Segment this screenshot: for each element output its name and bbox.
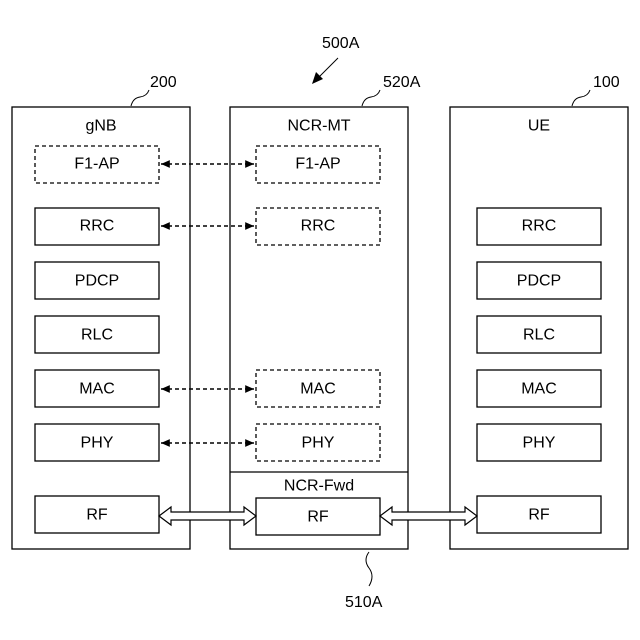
ncr-fwd-rf-label: RF (307, 509, 329, 526)
ncr-mt-mac-label: MAC (300, 381, 336, 398)
gnb-rlc-label: RLC (81, 327, 113, 344)
ncr-fwd-ref: 510A (345, 594, 383, 611)
ncr-mt-phy-label: PHY (302, 435, 335, 452)
ncr-mt-rrc-label: RRC (301, 218, 336, 235)
ue-node: 100 UE RRC PDCP RLC MAC PHY RF (450, 74, 628, 549)
ncr-mt-title: NCR-MT (287, 118, 350, 135)
ue-phy-label: PHY (523, 435, 556, 452)
ue-ref: 100 (593, 74, 620, 91)
figure-label-arrowhead (312, 72, 323, 84)
ue-rrc-label: RRC (522, 218, 557, 235)
ue-mac-label: MAC (521, 381, 557, 398)
ncr-mt-f1ap-label: F1-AP (295, 156, 340, 173)
gnb-pdcp-label: PDCP (75, 273, 119, 290)
ue-ref-leader (572, 90, 590, 106)
ue-rf-label: RF (528, 507, 550, 524)
figure-label: 500A (322, 35, 360, 52)
ue-title: UE (528, 118, 550, 135)
ue-rlc-label: RLC (523, 327, 555, 344)
ncr-fwd-ref-leader (366, 552, 372, 586)
ncr-mt-ref-leader (362, 90, 380, 106)
gnb-f1ap-label: F1-AP (74, 156, 119, 173)
figure-label-arrow (318, 58, 338, 78)
ncr-mt-ref: 520A (383, 74, 421, 91)
gnb-rf-label: RF (86, 507, 108, 524)
ncr-fwd-title: NCR-Fwd (284, 478, 354, 495)
gnb-phy-label: PHY (81, 435, 114, 452)
gnb-mac-label: MAC (79, 381, 115, 398)
gnb-rrc-label: RRC (80, 218, 115, 235)
ncr-node: 520A NCR-MT F1-AP RRC MAC PHY NCR-Fwd RF… (230, 74, 421, 611)
gnb-node: 200 gNB F1-AP RRC PDCP RLC MAC PHY RF (12, 74, 190, 549)
gnb-ref-leader (131, 90, 149, 106)
gnb-title: gNB (85, 118, 116, 135)
ue-pdcp-label: PDCP (517, 273, 561, 290)
gnb-ref: 200 (150, 74, 177, 91)
